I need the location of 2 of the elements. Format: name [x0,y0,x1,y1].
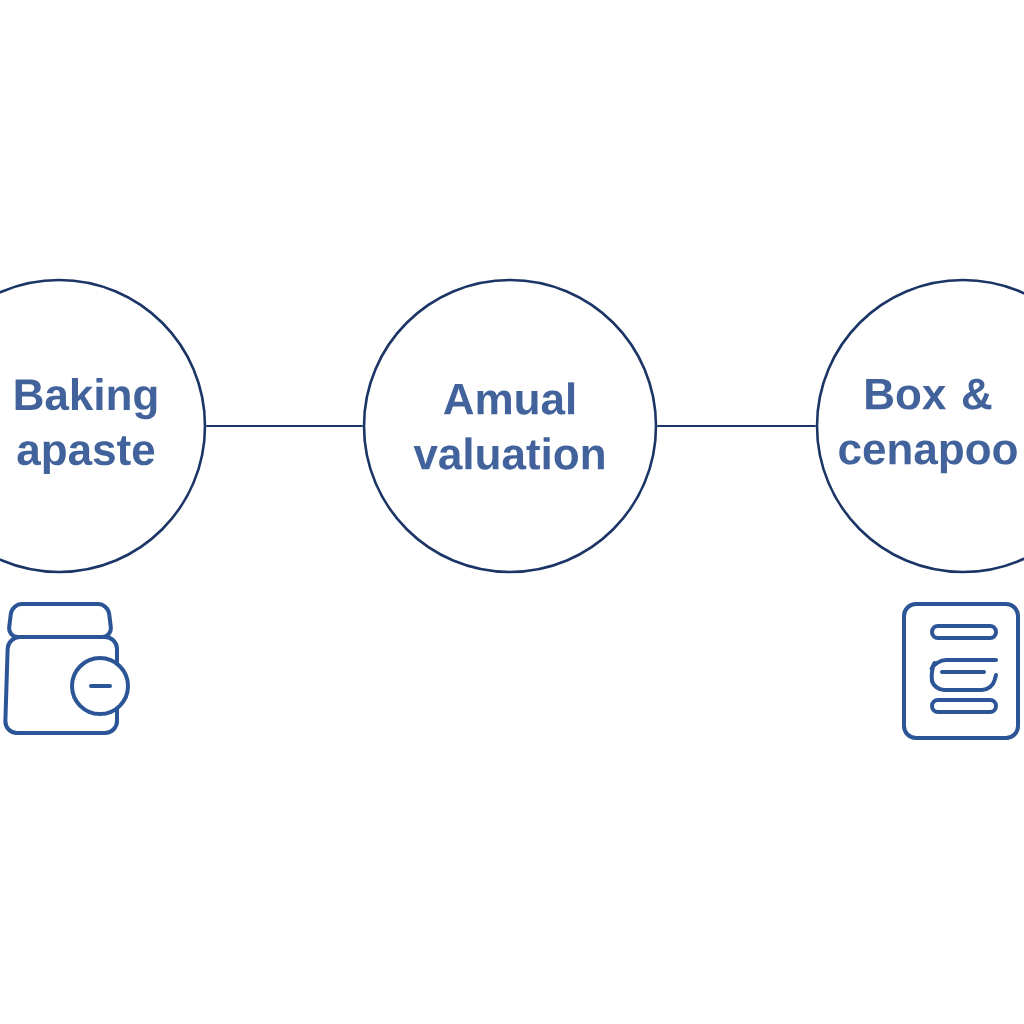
connector-line [205,425,364,427]
connector-line [656,425,817,427]
